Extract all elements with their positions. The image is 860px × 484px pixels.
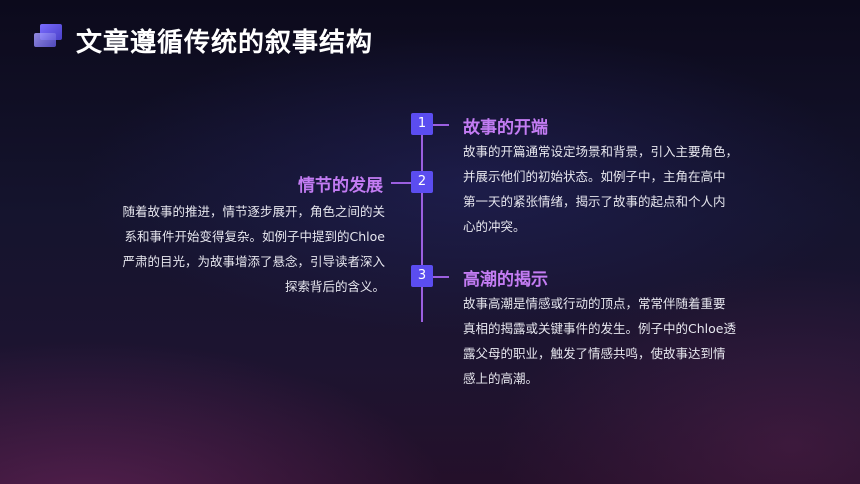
text-line: 故事的开篇通常设定场景和背景，引入主要角色， [463,144,739,159]
item-heading-2: 情节的发展 [298,176,383,196]
timeline-connector-2 [391,182,411,184]
item-heading-1: 故事的开端 [463,118,548,138]
timeline-connector-3 [433,276,449,278]
item-text-2: 随着故事的推进，情节逐步展开，角色之间的关 系和事件开始变得复杂。如例子中提到的… [60,199,385,299]
text-line: 第一天的紧张情绪，揭示了故事的起点和个人内 [463,194,726,209]
text-line: 随着故事的推进，情节逐步展开，角色之间的关 [122,204,385,219]
text-line: 露父母的职业，触发了情感共鸣，使故事达到情 [463,346,726,361]
item-text-1: 故事的开篇通常设定场景和背景，引入主要角色， 并展示他们的初始状态。如例子中，主… [463,139,793,239]
text-line: 真相的揭露或关键事件的发生。例子中的Chloe透 [463,321,736,336]
timeline-connector-1 [433,124,449,126]
text-line: 感上的高潮。 [463,371,539,386]
timeline-node-3: 3 [411,265,433,287]
text-line: 心的冲突。 [463,219,526,234]
timeline-node-2: 2 [411,171,433,193]
item-text-3: 故事高潮是情感或行动的顶点，常常伴随着重要 真相的揭露或关键事件的发生。例子中的… [463,291,803,391]
text-line: 严肃的目光，为故事增添了悬念，引导读者深入 [122,254,385,269]
text-line: 探索背后的含义。 [284,279,385,294]
text-line: 系和事件开始变得复杂。如例子中提到的Chloe [124,229,385,244]
timeline-node-1: 1 [411,113,433,135]
logo-icon [34,24,66,48]
timeline-line [421,120,423,322]
slide-title: 文章遵循传统的叙事结构 [76,28,374,58]
item-heading-3: 高潮的揭示 [463,270,548,290]
text-line: 并展示他们的初始状态。如例子中，主角在高中 [463,169,726,184]
text-line: 故事高潮是情感或行动的顶点，常常伴随着重要 [463,296,726,311]
